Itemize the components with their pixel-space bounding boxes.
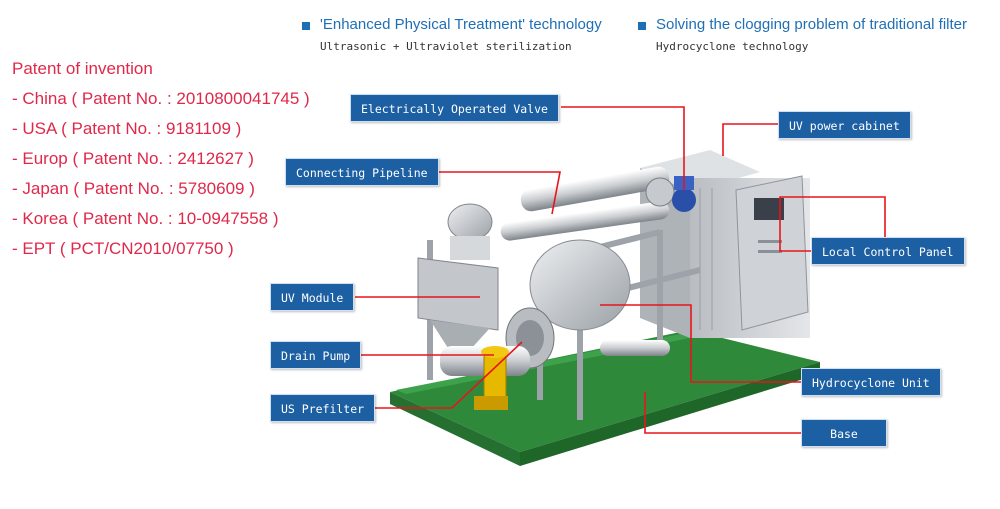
- patent-list: Patent of invention - China ( Patent No.…: [12, 54, 310, 264]
- leader-lines: [355, 106, 886, 434]
- patent-heading: Patent of invention: [12, 59, 153, 78]
- patent-item-usa: - USA ( Patent No. : 9181109 ): [12, 119, 242, 138]
- label-uv-power-cabinet[interactable]: UV power cabinet: [778, 111, 911, 139]
- square-bullet-icon: [302, 22, 310, 30]
- label-hydrocyclone-unit[interactable]: Hydrocyclone Unit: [801, 368, 941, 396]
- patent-item-europe: - Europ ( Patent No. : 2412627 ): [12, 149, 254, 168]
- square-bullet-icon: [638, 22, 646, 30]
- label-uv-module[interactable]: UV Module: [270, 283, 355, 311]
- local-control-panel: [735, 175, 809, 331]
- label-local-control-panel[interactable]: Local Control Panel: [811, 237, 965, 265]
- label-base[interactable]: Base: [801, 419, 887, 447]
- feature-subtitle: Hydrocyclone technology: [656, 40, 809, 53]
- patent-item-ept: - EPT ( PCT/CN2010/07750 ): [12, 239, 234, 258]
- feature-title: Solving the clogging problem of traditio…: [656, 16, 968, 33]
- label-us-prefilter[interactable]: US Prefilter: [270, 394, 376, 422]
- label-connecting-pipeline[interactable]: Connecting Pipeline: [285, 158, 439, 186]
- label-drain-pump[interactable]: Drain Pump: [270, 341, 362, 369]
- hydrocyclone-unit: [529, 239, 670, 356]
- base-skid: [390, 330, 820, 466]
- patent-item-japan: - Japan ( Patent No. : 5780609 ): [12, 179, 255, 198]
- patent-item-korea: - Korea ( Patent No. : 10-0947558 ): [12, 209, 279, 228]
- connecting-pipeline: [500, 166, 675, 241]
- patent-item-china: - China ( Patent No. : 2010800041745 ): [12, 89, 310, 108]
- feature-subtitle: Ultrasonic + Ultraviolet sterilization: [320, 40, 572, 53]
- label-electrically-operated-valve[interactable]: Electrically Operated Valve: [350, 94, 559, 122]
- uv-module: [417, 203, 499, 350]
- electrically-operated-valve: [672, 176, 696, 212]
- feature-title: 'Enhanced Physical Treatment' technology: [320, 16, 602, 33]
- drain-pump: [474, 346, 509, 410]
